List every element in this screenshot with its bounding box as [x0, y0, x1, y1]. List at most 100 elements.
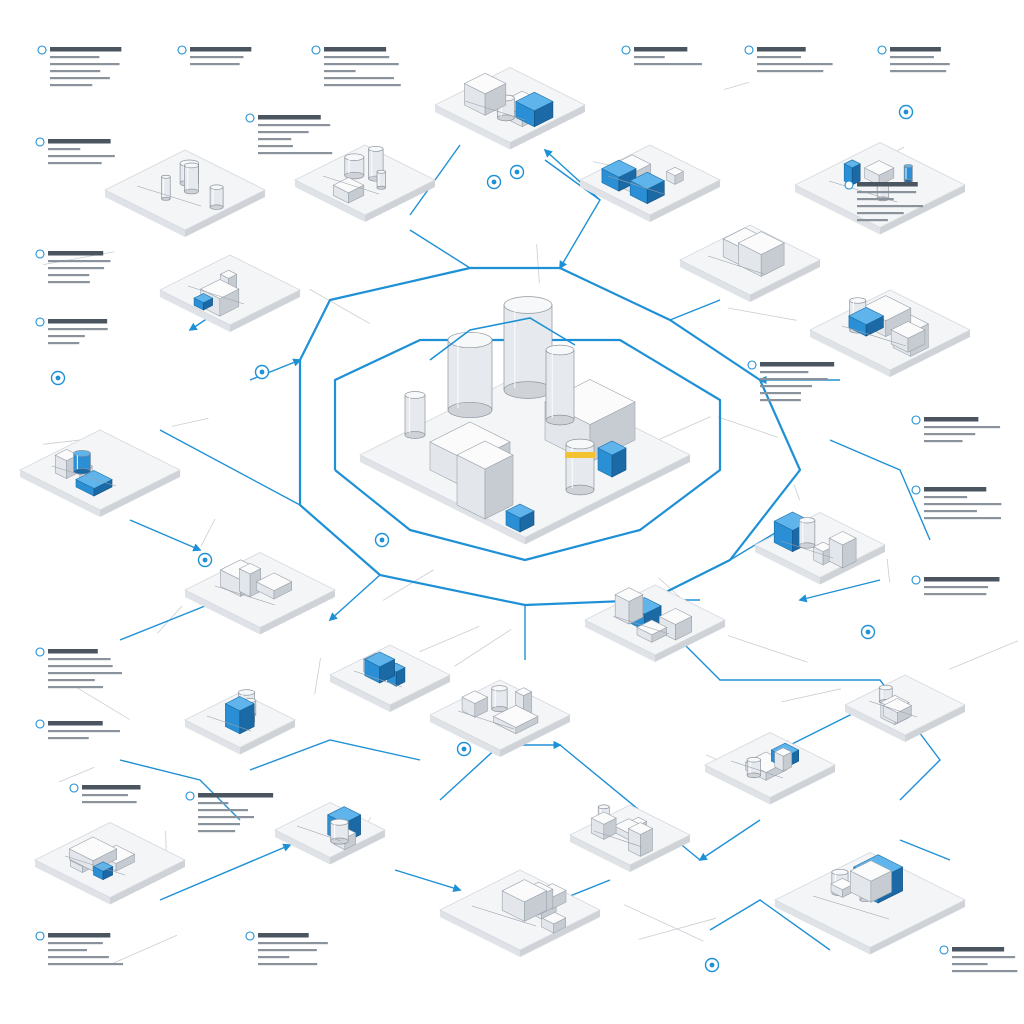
machine-block	[882, 698, 913, 724]
guide-line	[314, 657, 321, 695]
info-block	[177, 45, 252, 66]
machine-block	[68, 836, 118, 872]
guide-line	[727, 635, 808, 663]
station-16	[844, 674, 966, 742]
info-block	[911, 575, 1000, 596]
machine-block	[224, 696, 255, 735]
flow-line	[394, 869, 462, 893]
storage-tank	[447, 331, 493, 419]
machine-block	[501, 879, 548, 922]
guide-line	[75, 686, 130, 720]
info-block	[69, 783, 141, 804]
guide-line	[724, 81, 750, 90]
info-block	[35, 249, 111, 284]
guide-line	[727, 307, 797, 321]
machine-block	[463, 72, 507, 116]
flow-line	[159, 429, 301, 506]
station-8	[809, 289, 971, 377]
guide-line	[382, 569, 434, 601]
station-15	[184, 689, 296, 755]
info-block	[939, 945, 1018, 973]
machine-block	[461, 690, 489, 718]
info-block	[311, 45, 401, 87]
tank	[209, 184, 224, 210]
machine-block	[193, 293, 214, 311]
central-hub	[359, 296, 691, 545]
droplet-icon	[254, 364, 270, 380]
control-cabinet	[456, 440, 514, 520]
machine-block	[590, 811, 617, 840]
flow-line	[409, 229, 471, 269]
station-18	[274, 802, 386, 865]
info-block	[911, 485, 1002, 520]
machine-block	[843, 159, 861, 186]
machine-block	[863, 160, 895, 186]
machine-block	[92, 861, 114, 881]
machine-block	[848, 306, 885, 337]
tank	[565, 438, 595, 496]
tank	[798, 517, 816, 549]
station-13	[329, 644, 451, 712]
info-block	[245, 113, 333, 155]
info-block	[877, 45, 950, 73]
location-icon	[704, 957, 720, 973]
station-2	[294, 144, 436, 222]
flow-line	[159, 843, 292, 901]
guide-line	[419, 625, 480, 653]
station-22	[774, 852, 966, 955]
flow-line	[709, 899, 831, 951]
filter-unit	[597, 440, 627, 478]
guide-line	[638, 917, 717, 940]
guide-line	[717, 416, 778, 438]
info-block	[747, 360, 835, 402]
machine-block	[629, 171, 665, 205]
guide-line	[624, 904, 704, 942]
station-12	[584, 584, 726, 662]
document-icon	[50, 370, 66, 386]
tank	[903, 164, 913, 183]
station-9	[19, 429, 181, 517]
machine-block	[774, 747, 793, 772]
stations	[19, 67, 971, 957]
machine-block	[364, 651, 396, 684]
machine-block	[541, 911, 567, 934]
guide-line	[886, 558, 891, 583]
station-14	[429, 679, 571, 757]
pin-icon	[509, 164, 525, 180]
info-blocks	[35, 45, 1018, 973]
info-block	[245, 931, 328, 966]
storage-tank	[545, 344, 575, 426]
info-block	[621, 45, 702, 66]
machine-block	[658, 608, 693, 641]
machine-block	[890, 321, 926, 353]
station-7	[679, 224, 821, 302]
guide-line	[200, 518, 216, 547]
machine-block	[737, 231, 785, 277]
guide-line	[110, 934, 178, 965]
machine-block	[614, 587, 644, 625]
icons	[50, 104, 914, 973]
station-4	[579, 144, 721, 222]
tank	[746, 757, 761, 779]
station-5	[794, 142, 966, 235]
station-17	[704, 732, 836, 805]
guide-line	[454, 629, 512, 667]
machine-block	[849, 860, 893, 903]
hub-equipment	[404, 296, 636, 533]
tank	[491, 685, 508, 713]
tank	[330, 818, 349, 845]
flow-line	[129, 519, 202, 552]
machine-block	[493, 704, 539, 735]
droplet-icon	[860, 624, 876, 640]
guide-line	[949, 640, 1019, 670]
gear-icon	[374, 532, 390, 548]
guide-line	[58, 766, 95, 783]
flow-line	[669, 299, 721, 321]
station-19	[34, 822, 186, 905]
flow-line	[333, 338, 722, 562]
flow-line	[249, 739, 421, 771]
info-block	[35, 719, 120, 740]
flow-line	[829, 439, 931, 541]
info-block	[911, 415, 1001, 443]
